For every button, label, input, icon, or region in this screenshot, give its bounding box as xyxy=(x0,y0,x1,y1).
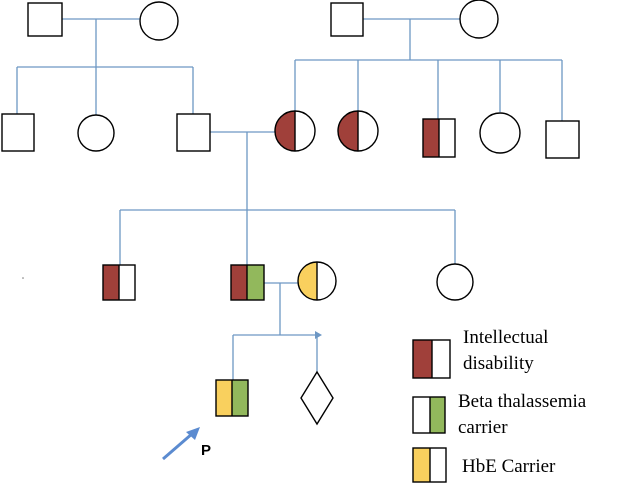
generation-1 xyxy=(27,0,499,41)
individual-II-4 xyxy=(274,110,316,152)
legend-intellectual-disability-line2: disability xyxy=(463,353,534,374)
individual-II-6 xyxy=(422,118,456,158)
intellectual-disability-half xyxy=(275,111,295,151)
pedigree-lines xyxy=(16,18,563,380)
individual-II-3 xyxy=(176,113,211,152)
intellectual-disability-half xyxy=(338,111,358,151)
legend-hbe-carrier-swatch xyxy=(412,447,447,483)
individual-III-4 xyxy=(436,263,474,301)
proband-label: P xyxy=(201,442,211,459)
individual-II-8 xyxy=(545,120,580,159)
legend-beta-thalassemia-line2: carrier xyxy=(458,417,508,438)
individual-III-1 xyxy=(102,264,136,301)
hbe-carrier-half xyxy=(298,262,317,300)
legend-intellectual-disability-swatch xyxy=(412,339,451,379)
individual-II-1 xyxy=(1,113,35,152)
legend-beta-thalassemia-swatch xyxy=(412,396,446,434)
individual-III-3 xyxy=(297,261,337,301)
individual-II-5 xyxy=(337,110,379,152)
stray-dot xyxy=(22,277,24,279)
legend-hbe-carrier: HbE Carrier xyxy=(462,456,556,477)
generation-2 xyxy=(1,110,580,159)
legend-intellectual-disability-line1: Intellectual xyxy=(463,327,548,348)
generation-3 xyxy=(102,261,474,301)
proband-arrow-icon xyxy=(162,427,200,461)
legend: Intellectual disability Beta thalassemia… xyxy=(412,327,587,483)
individual-IV-2 xyxy=(300,370,334,426)
individual-IV-1 xyxy=(215,379,249,417)
individual-I-2 xyxy=(139,1,179,41)
legend-beta-thalassemia-line1: Beta thalassemia xyxy=(458,391,587,412)
individual-I-1 xyxy=(27,2,63,37)
individual-II-7 xyxy=(479,112,521,154)
individual-II-2 xyxy=(77,114,115,152)
individual-I-4 xyxy=(459,0,499,39)
individual-I-3 xyxy=(330,2,364,37)
arrowhead-icon xyxy=(315,331,322,339)
individual-III-2 xyxy=(230,264,265,301)
generation-4: P xyxy=(162,370,334,461)
